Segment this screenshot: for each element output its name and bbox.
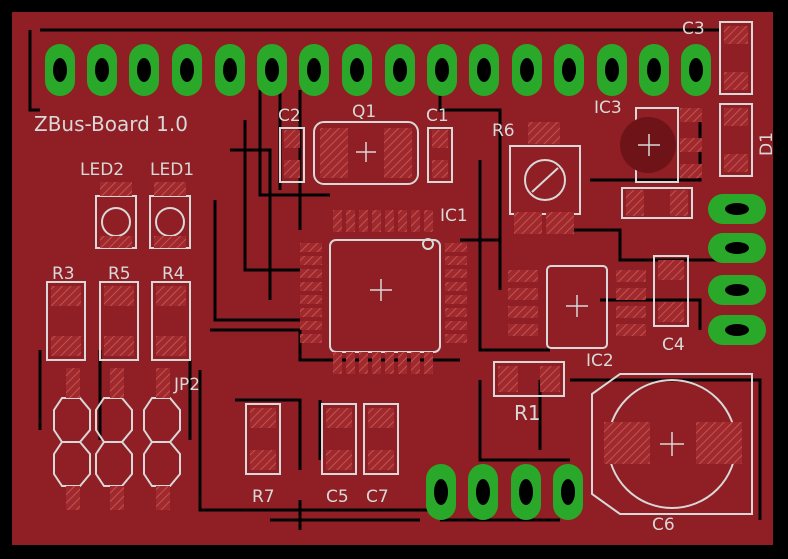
ic2-footprint xyxy=(508,265,646,349)
led-footprints xyxy=(95,182,191,249)
label-r6: R6 xyxy=(492,121,515,141)
label-c4: C4 xyxy=(662,335,685,355)
label-led1: LED1 xyxy=(150,160,194,180)
label-led2: LED2 xyxy=(80,160,124,180)
label-c1: C1 xyxy=(426,106,449,126)
ic1-footprint xyxy=(300,210,467,374)
label-ic2: IC2 xyxy=(586,351,614,371)
jp2-footprint xyxy=(53,368,181,510)
ic3-footprint xyxy=(620,107,702,183)
c6-footprint xyxy=(591,373,753,515)
label-c2: C2 xyxy=(278,106,301,126)
r6-trimmer-footprint xyxy=(509,122,581,234)
label-r5: R5 xyxy=(108,264,131,284)
label-r7: R7 xyxy=(252,487,275,507)
header-top-pins xyxy=(45,44,711,96)
smd-passives xyxy=(46,21,753,475)
header-bottom-pins xyxy=(426,464,583,520)
label-c7: C7 xyxy=(366,487,389,507)
label-ic1: IC1 xyxy=(440,206,468,226)
copper-pour xyxy=(12,12,773,545)
q1-crystal-footprint xyxy=(313,121,419,185)
label-c3: C3 xyxy=(682,19,705,39)
label-r1: R1 xyxy=(514,401,541,425)
label-d1: D1 xyxy=(757,132,777,156)
label-ic3: IC3 xyxy=(594,98,622,118)
label-jp2: JP2 xyxy=(173,375,200,395)
label-r3: R3 xyxy=(52,264,75,284)
smd-pads xyxy=(51,26,748,470)
label-r4: R4 xyxy=(162,264,185,284)
label-q1: Q1 xyxy=(352,102,376,122)
label-c6: C6 xyxy=(652,515,675,535)
board-title: ZBus-Board 1.0 xyxy=(34,112,188,136)
silkscreen-labels: ZBus-Board 1.0 C2 Q1 C1 R6 IC3 C3 D1 LED… xyxy=(34,19,777,535)
label-c5: C5 xyxy=(326,487,349,507)
header-right-pins xyxy=(708,194,766,345)
